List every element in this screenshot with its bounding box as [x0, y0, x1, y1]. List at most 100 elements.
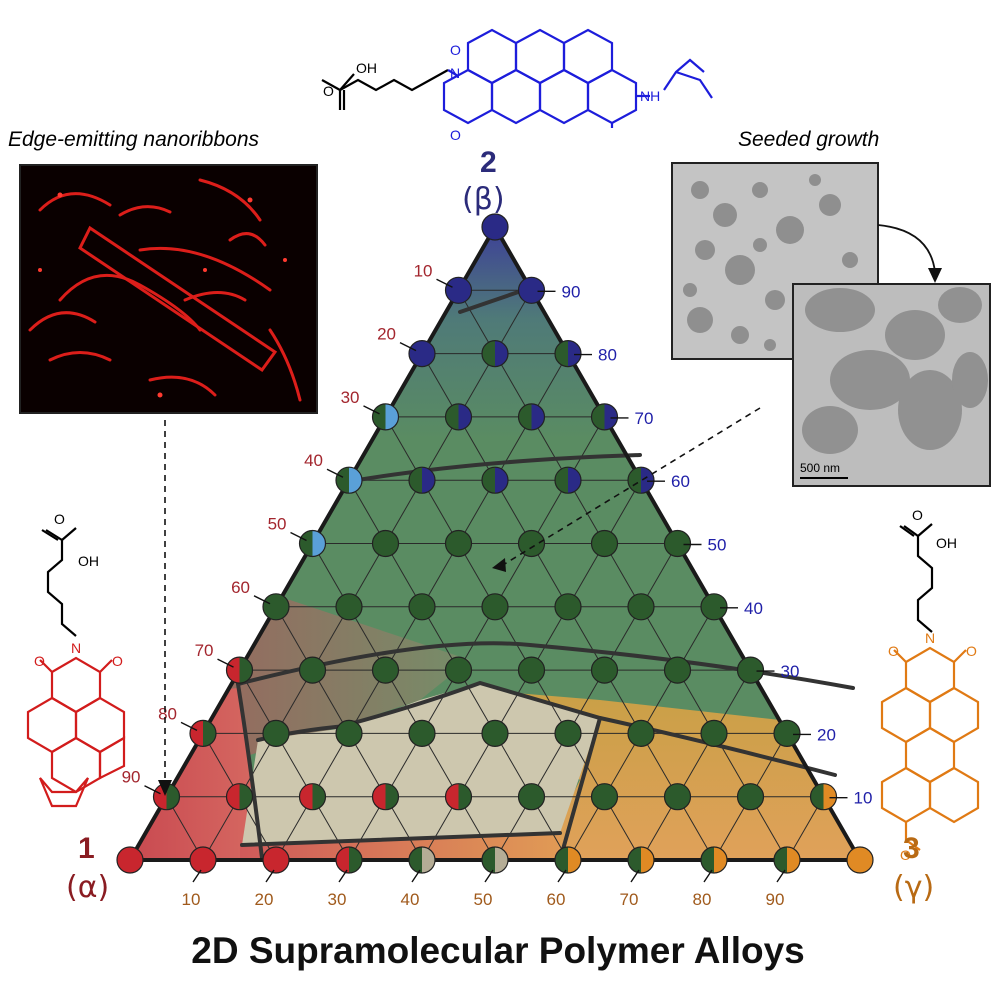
tick-label-left: 50 [268, 515, 287, 534]
marker-outline [700, 846, 728, 874]
tick-mark-left [363, 405, 380, 415]
compound-3-label: (γ) [893, 870, 934, 905]
composition-marker [408, 846, 436, 874]
tick-label-bottom: 40 [401, 890, 420, 909]
arrowhead-left [158, 780, 172, 796]
marker-fill [481, 213, 509, 241]
tem-image-small [671, 162, 879, 360]
tick-mark-bottom [557, 869, 567, 883]
marker-outline [773, 846, 801, 874]
tick-label-left: 70 [195, 641, 214, 660]
marker-half-right [422, 467, 436, 494]
composition-marker [116, 846, 144, 874]
marker-half-left [555, 847, 568, 873]
marker-fill [627, 719, 655, 748]
tick-label-bottom: 70 [620, 890, 639, 909]
composition-marker [517, 529, 546, 558]
atom-o-acid: O [323, 83, 334, 99]
tick-mark-bottom [776, 869, 786, 883]
marker-outline [408, 466, 436, 494]
composition-marker [298, 656, 327, 684]
atom-o-1-right: O [112, 653, 123, 669]
molecule-1-structure: O OH O O N [26, 511, 126, 808]
atom-o-3-right: O [966, 643, 977, 659]
marker-fill [335, 593, 363, 621]
boundary-right [344, 680, 837, 777]
boundary-upper [356, 453, 642, 482]
composition-marker [371, 529, 400, 558]
marker-half-left [701, 847, 714, 873]
marker-fill [444, 529, 473, 558]
atom-o-methoxy: O [900, 847, 911, 863]
composition-marker [335, 466, 363, 494]
marker-half-right [422, 847, 435, 873]
composition-marker [408, 466, 436, 494]
composition-marker [773, 846, 801, 874]
marker-fill [444, 656, 473, 684]
atom-n-imide: N [450, 65, 460, 81]
composition-marker [736, 656, 765, 684]
composition-marker [262, 593, 290, 621]
marker-fill [116, 846, 144, 874]
marker-outline [590, 403, 619, 431]
tick-label-right: 90 [562, 282, 581, 301]
tick-label-bottom: 90 [766, 890, 785, 909]
composition-marker [663, 783, 692, 811]
tick-label-bottom: 80 [693, 890, 712, 909]
marker-half-right [531, 403, 545, 430]
marker-fill [700, 593, 728, 621]
marker-half-right [641, 467, 654, 494]
caption-seeded-growth: Seeded growth [738, 128, 879, 151]
marker-half-left [336, 467, 349, 494]
composition-marker [627, 593, 655, 621]
marker-half-right [495, 467, 508, 494]
marker-fill [554, 719, 582, 748]
marker-half-right [203, 720, 216, 747]
marker-outline [554, 466, 582, 494]
marker-fill [262, 593, 290, 621]
phase-boundaries [236, 286, 855, 862]
marker-half-left [336, 847, 349, 873]
marker-outline [481, 846, 509, 874]
marker-half-left [299, 530, 313, 557]
tick-label-right: 30 [781, 662, 800, 681]
composition-marker [371, 403, 400, 431]
marker-half-left [555, 467, 568, 494]
marker-half-right [166, 783, 180, 810]
boundary-left [236, 682, 264, 860]
composition-marker [590, 529, 619, 558]
composition-marker [335, 719, 363, 748]
marker-fill [773, 719, 801, 748]
marker-outline [627, 846, 655, 874]
marker-fill [371, 529, 400, 558]
composition-marker [590, 403, 619, 431]
composition-marker [444, 403, 473, 431]
tick-label-right: 10 [854, 789, 873, 808]
scale-bar-label: 500 nm [800, 461, 840, 475]
composition-marker [335, 846, 363, 874]
marker-half-right [385, 403, 399, 430]
composition-marker [371, 656, 400, 684]
tick-label-left: 90 [122, 768, 141, 787]
composition-marker [371, 783, 400, 811]
marker-half-right [568, 467, 582, 494]
marker-half-right [714, 847, 727, 873]
tick-mark-left [399, 341, 417, 352]
composition-marker [663, 656, 692, 684]
composition-marker [408, 719, 436, 748]
grid-line [458, 290, 788, 861]
marker-fill [262, 846, 290, 874]
composition-marker [298, 783, 327, 811]
marker-outline [554, 340, 582, 368]
composition-marker [517, 403, 546, 431]
tick-label-right: 50 [708, 536, 727, 555]
atom-o-acid-1: O [54, 511, 65, 527]
tick-label-bottom: 60 [547, 890, 566, 909]
marker-half-left [591, 403, 605, 430]
marker-half-left [372, 783, 386, 810]
composition-marker [481, 593, 509, 621]
grid-line [640, 669, 751, 861]
arrowhead-right [492, 558, 506, 572]
marker-half-left [299, 783, 313, 810]
